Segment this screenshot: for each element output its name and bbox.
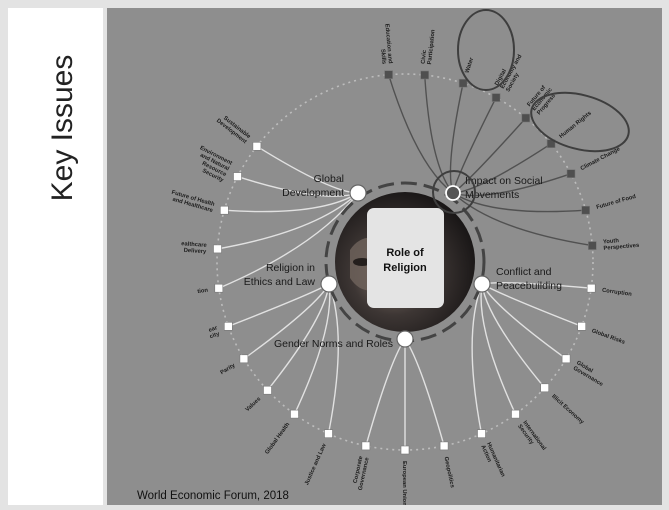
connector-line	[218, 192, 359, 289]
hub-label: Ethics and Law	[244, 276, 316, 288]
hub-label: Peacebuilding	[496, 280, 562, 292]
hub-religion-in-ethics-and-law[interactable]: Religion in Ethics and Law	[244, 262, 338, 293]
hub-label: Global	[314, 173, 344, 185]
outer-node-label: Education andSkills	[377, 24, 393, 65]
outer-node-marker[interactable]	[566, 169, 576, 178]
outer-node-label: Corruption	[602, 288, 633, 298]
outer-node-marker[interactable]	[224, 321, 233, 331]
hub-label: Development	[282, 187, 344, 199]
outer-node-marker[interactable]	[540, 383, 550, 393]
outer-node-marker[interactable]	[477, 429, 486, 439]
hub-label: Movements	[465, 189, 519, 201]
outer-node-marker[interactable]	[587, 241, 597, 250]
outer-node-marker[interactable]	[213, 244, 222, 254]
hub-marker[interactable]	[320, 275, 338, 293]
outer-node-marker[interactable]	[384, 70, 393, 79]
outer-node-marker[interactable]	[239, 354, 249, 364]
outer-node-marker[interactable]	[581, 205, 591, 215]
outer-node-marker[interactable]	[233, 172, 242, 181]
outer-node-marker[interactable]	[439, 441, 449, 451]
connector-line	[387, 74, 454, 194]
connector-line	[452, 192, 586, 213]
connector-line	[224, 192, 359, 213]
outer-node-marker[interactable]	[252, 142, 262, 151]
connector-line	[452, 192, 593, 247]
hub-label: Conflict and	[496, 266, 552, 278]
outer-node-marker[interactable]	[420, 70, 430, 80]
outer-node-marker[interactable]	[324, 429, 333, 439]
outer-node-label: tion	[197, 288, 209, 295]
title-panel: Key Issues	[8, 8, 103, 505]
outer-node-marker[interactable]	[491, 93, 501, 102]
hub-marker[interactable]	[349, 184, 367, 202]
outer-node-marker[interactable]	[400, 445, 410, 455]
outer-node-label: Water	[465, 56, 476, 74]
hub-gender-norms-and-roles[interactable]: Gender Norms and Roles	[274, 330, 414, 350]
outer-node-marker[interactable]	[361, 441, 371, 451]
connector-line	[452, 173, 572, 197]
hub-marker[interactable]	[396, 330, 414, 348]
emphasis-circle-digital	[457, 9, 515, 91]
outer-node-label: YouthPerspectives	[603, 236, 640, 251]
hub-label: Religion in	[266, 262, 315, 274]
outer-node-marker[interactable]	[263, 385, 272, 395]
emphasis-circle-social	[432, 170, 476, 214]
slide-title: Key Issues	[46, 54, 79, 202]
outer-node-marker[interactable]	[458, 78, 468, 88]
connector-line	[293, 283, 331, 415]
source-citation: World Economic Forum, 2018	[137, 490, 289, 502]
outer-node-label: European Union	[401, 461, 407, 505]
hub-marker[interactable]	[473, 275, 491, 293]
outer-node-marker[interactable]	[220, 205, 229, 215]
emphasis-circles	[432, 9, 630, 214]
connector-line	[480, 283, 517, 415]
hub-marker[interactable]	[445, 185, 461, 201]
outer-node-marker[interactable]	[214, 283, 224, 293]
connector-line	[471, 283, 483, 434]
outer-node-marker[interactable]	[577, 321, 587, 331]
connector-line	[217, 192, 359, 250]
outer-node-label: ealthcareDelivery	[181, 241, 208, 255]
connector-line	[424, 74, 454, 194]
center-label-box	[367, 208, 444, 308]
outer-node-marker[interactable]	[561, 354, 571, 364]
emphasis-circle-human-rights	[530, 91, 630, 153]
center-label: Religion	[383, 262, 427, 274]
hub-label: Gender Norms and Roles	[274, 338, 393, 350]
outer-node-label: CivicParticipation	[421, 28, 437, 65]
center-label: Role of	[386, 247, 424, 259]
outer-node-marker[interactable]	[511, 409, 520, 419]
outer-node-marker[interactable]	[586, 283, 596, 293]
transformation-map: Education andSkills CivicParticipationWat…	[107, 8, 662, 505]
outer-node-marker[interactable]	[290, 409, 299, 419]
hub-label: Impact on Social	[465, 175, 543, 187]
outer-node-label: earcity	[207, 325, 221, 340]
outer-node-marker[interactable]	[521, 113, 531, 123]
center-photo: Role of Religion	[324, 181, 486, 343]
